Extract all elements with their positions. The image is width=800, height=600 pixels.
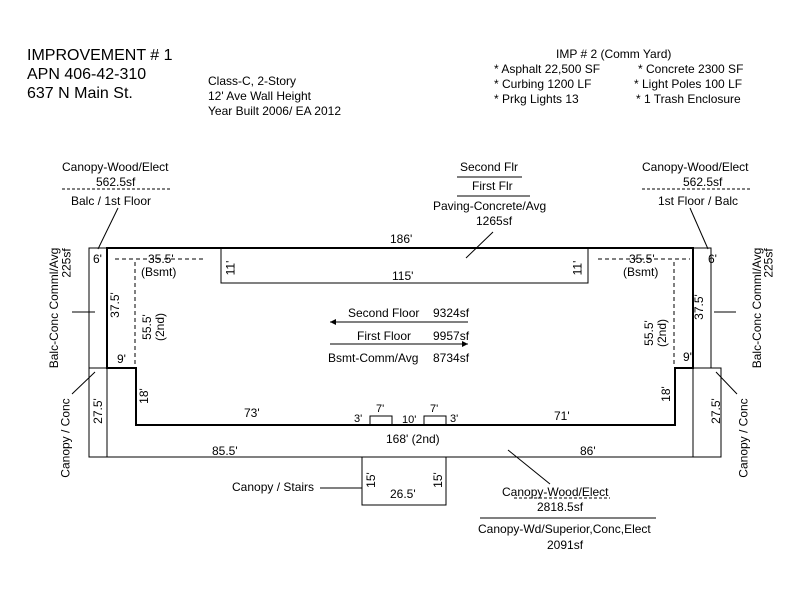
dim-bsmt-left: 35.5' — [148, 252, 174, 266]
dim-11-left: 11' — [223, 260, 238, 276]
canopy-superior-label: Canopy-Wd/Superior,Conc,Elect — [478, 522, 651, 536]
dim-3-a: 3' — [354, 413, 363, 425]
imp2-item: * 1 Trash Enclosure — [636, 92, 741, 106]
dim-9-left: 9' — [117, 352, 126, 366]
wall-height: 12' Ave Wall Height — [208, 89, 312, 103]
dim-855: 85.5' — [212, 444, 238, 458]
first-flr-label: First Flr — [472, 179, 513, 193]
dim-18-left: 18' — [136, 388, 151, 404]
dim-15-right: 15' — [430, 472, 445, 488]
dim-bsmt-left-2: (Bsmt) — [141, 265, 177, 279]
balc-left-label: Balc / 1st Floor — [71, 194, 152, 208]
dim-7-b: 7' — [430, 403, 439, 415]
dim-115: 115' — [392, 269, 414, 283]
stairs-canopy — [361, 456, 447, 506]
imp2-item: * Light Poles 100 LF — [634, 77, 743, 91]
balc-side-right-area: 225sf — [761, 248, 776, 278]
dim-6-right: 6' — [708, 252, 717, 266]
canopy-bottom-label: Canopy-Wood/Elect — [502, 485, 609, 499]
dim-168: 168' (2nd) — [386, 432, 440, 446]
dim-275-right: 27.5' — [708, 398, 723, 424]
canopy-left-label: Canopy-Wood/Elect — [62, 160, 169, 174]
imp2-item: * Asphalt 22,500 SF — [494, 62, 601, 76]
apn: APN 406-42-310 — [27, 66, 147, 83]
area-label: Second Floor — [348, 306, 420, 320]
balc-right-label: 1st Floor / Balc — [658, 194, 739, 208]
imp2-item: * Concrete 2300 SF — [638, 62, 744, 76]
dim-555-left-2: (2nd) — [153, 312, 168, 342]
area-value: 8734sf — [433, 351, 470, 365]
area-label: First Floor — [357, 329, 411, 343]
dim-375-right: 37.5' — [691, 294, 706, 320]
area-value: 9324sf — [433, 306, 470, 320]
canopy-conc-left-label: Canopy / Conc — [58, 398, 73, 478]
dim-186: 186' — [390, 232, 413, 246]
dim-71: 71' — [554, 409, 570, 423]
dim-86: 86' — [580, 444, 596, 458]
year-built: Year Built 2006/ EA 2012 — [208, 104, 341, 118]
imp2-title: IMP # 2 (Comm Yard) — [556, 47, 672, 61]
imp2-item: * Prkg Lights 13 — [494, 92, 579, 106]
address: 637 N Main St. — [27, 85, 133, 102]
canopy-right-label: Canopy-Wood/Elect — [642, 160, 749, 174]
dim-73: 73' — [244, 406, 260, 420]
canopy-stairs-label: Canopy / Stairs — [232, 480, 315, 494]
dim-7-a: 7' — [376, 403, 385, 415]
canopy-superior-area: 2091sf — [547, 538, 584, 552]
area-value: 9957sf — [433, 329, 470, 343]
dim-3-b: 3' — [450, 413, 459, 425]
dim-375-left: 37.5' — [107, 292, 122, 318]
dim-bsmt-right: 35.5' — [629, 252, 655, 266]
improvement-title: IMPROVEMENT # 1 — [27, 47, 173, 64]
balc-side-left-area: 225sf — [59, 248, 74, 278]
canopy-conc-right-label: Canopy / Conc — [736, 398, 751, 478]
dim-6-left: 6' — [93, 252, 102, 266]
area-label: Bsmt-Comm/Avg — [328, 351, 419, 365]
bump-right — [423, 415, 447, 426]
dim-9-right: 9' — [683, 350, 692, 364]
paving-area: 1265sf — [476, 214, 513, 228]
imp2-item: * Curbing 1200 LF — [494, 77, 592, 91]
second-flr-label: Second Flr — [460, 160, 519, 174]
canopy-right-area: 562.5sf — [683, 175, 723, 189]
canopy-left-area: 562.5sf — [96, 175, 136, 189]
dim-bsmt-right-2: (Bsmt) — [623, 265, 659, 279]
dim-18-right: 18' — [658, 386, 673, 402]
canopy-bottom-area: 2818.5sf — [537, 500, 584, 514]
dim-555-left: 55.5' — [139, 314, 154, 340]
balcony-left — [88, 247, 108, 369]
dim-555-right: 55.5' — [641, 320, 656, 346]
dim-11-right: 11' — [570, 260, 585, 276]
inner-recess — [220, 248, 589, 284]
bump-left — [369, 415, 393, 426]
dim-555-right-2: (2nd) — [655, 318, 670, 348]
paving-label: Paving-Concrete/Avg — [433, 199, 547, 213]
dim-10: 10' — [402, 414, 417, 426]
dim-15-left: 15' — [363, 472, 378, 488]
dim-275-left: 27.5' — [90, 398, 105, 424]
dim-265: 26.5' — [390, 487, 416, 501]
building-class: Class-C, 2-Story — [208, 74, 297, 88]
